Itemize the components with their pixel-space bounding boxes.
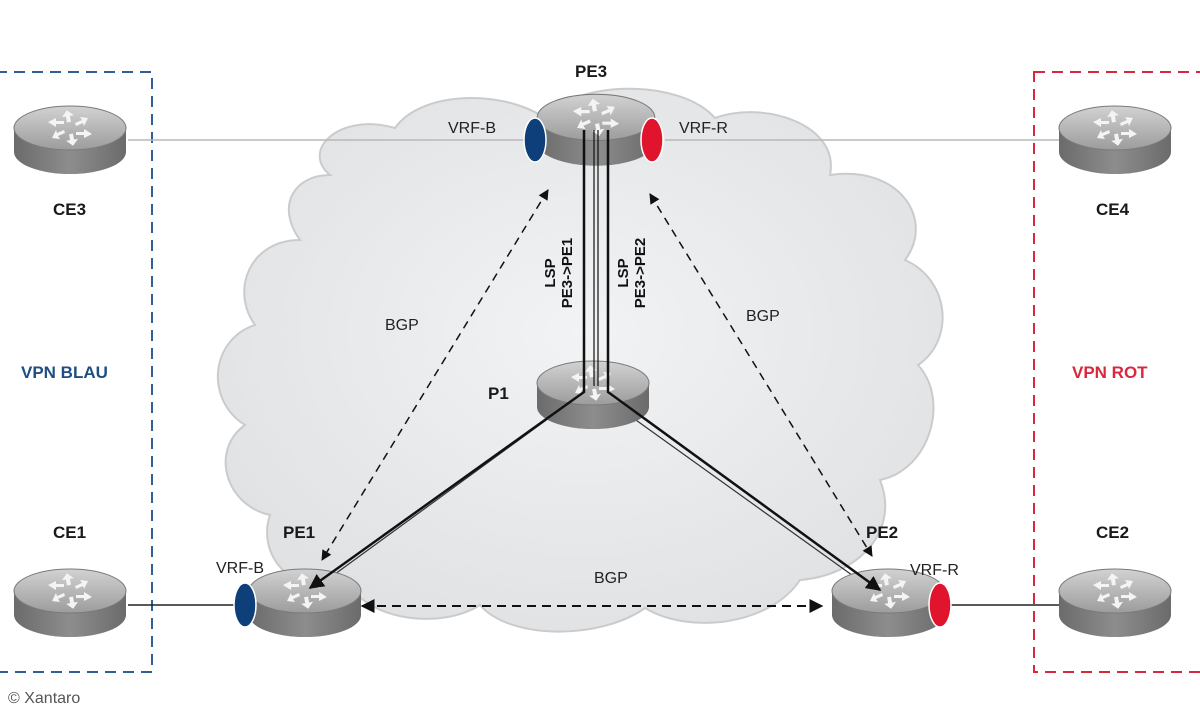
bgp-pe3-pe2-arrow [649,193,873,557]
bgp-bottom-label: BGP [594,570,628,587]
vrf-r-pe3-marker [640,117,664,163]
vpn-blau-box [0,71,153,673]
pe2-label: PE2 [866,523,899,542]
ce4-label: CE4 [1096,200,1130,219]
copyright-label: © Xantaro [8,690,81,707]
bgp-right-label: BGP [746,308,780,325]
vrf-r-pe2-marker [928,582,952,628]
router-icon-pe1[interactable] [248,568,362,638]
lsp-pe3-pe1-label: LSP PE3->PE1 [542,218,576,328]
pe1-vrf-b-label: VRF-B [216,560,264,577]
vpn-rot-box [1033,71,1200,673]
lsp-pe3-pe1-title: LSP [542,258,559,288]
router-icon-ce2[interactable] [1058,568,1172,638]
mpls-cloud-icon [216,87,944,633]
router-icon-pe3[interactable] [536,93,656,167]
router-icon-p1[interactable] [536,360,650,430]
pe1-label: PE1 [283,523,316,542]
router-icon-ce3[interactable] [13,105,127,175]
vpn-blau-label: VPN BLAU [21,363,108,382]
ce3-label: CE3 [53,200,87,219]
bgp-pe3-pe1-arrow [321,189,549,561]
router-icon-ce4[interactable] [1058,105,1172,175]
p1-label: P1 [488,384,509,403]
ce2-label: CE2 [1096,523,1130,542]
lsp-pe3-pe2-title: LSP [615,258,632,288]
vrf-b-pe3-marker [523,117,547,163]
router-icon-ce1[interactable] [13,568,127,638]
bgp-left-label: BGP [385,317,419,334]
vrf-b-pe1-marker [233,582,257,628]
pe2-vrf-r-label: VRF-R [910,562,959,579]
lsp-pe3-pe2-path: PE3->PE2 [632,237,649,309]
lsp-pe3-pe2-label: LSP PE3->PE2 [615,218,649,328]
pe3-vrf-b-label: VRF-B [448,120,496,137]
lsp-pe3-pe1-path: PE3->PE1 [559,237,576,309]
vpn-rot-label: VPN ROT [1072,363,1148,382]
pe3-label: PE3 [575,62,608,81]
pe3-vrf-r-label: VRF-R [679,120,728,137]
ce1-label: CE1 [53,523,87,542]
